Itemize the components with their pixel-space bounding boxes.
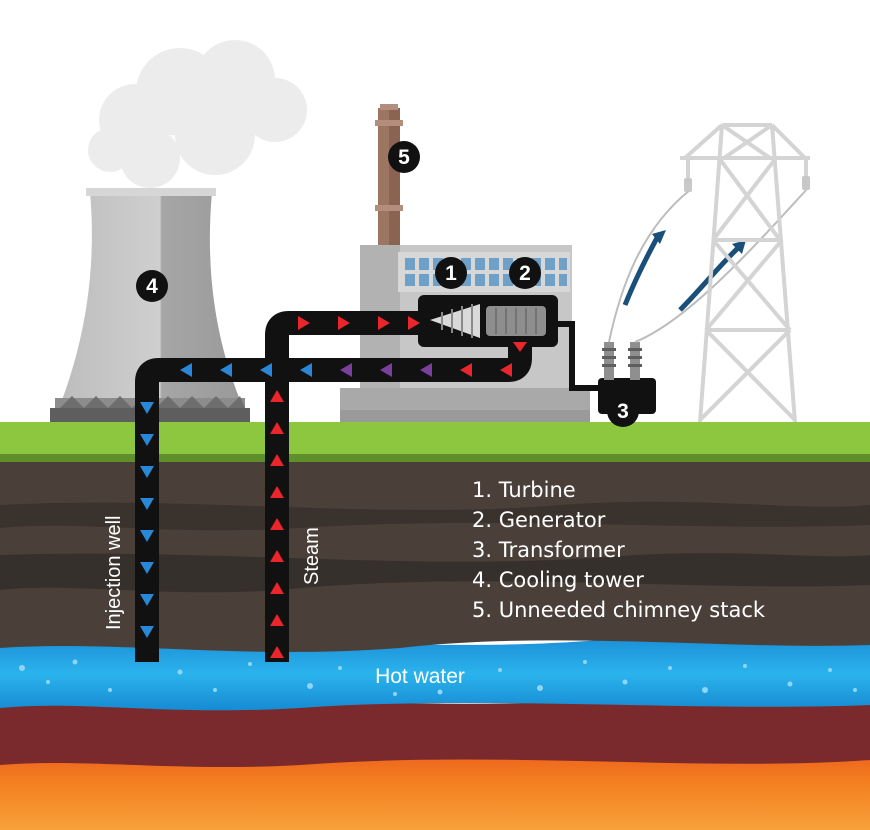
- svg-text:3: 3: [617, 400, 629, 423]
- legend: 1. Turbine 2. Generator 3. Transformer 4…: [472, 478, 766, 622]
- svg-text:1: 1: [445, 262, 457, 285]
- return-pipe: [135, 340, 532, 662]
- legend-item: 4. Cooling tower: [472, 568, 644, 592]
- legend-item: 3. Transformer: [472, 538, 625, 562]
- legend-item: 1. Turbine: [472, 478, 576, 502]
- marker-chimney: 5: [388, 141, 420, 173]
- hot-water-label: Hot water: [375, 665, 465, 688]
- turbine-generator-unit: [418, 295, 558, 347]
- hot-water-layer: [0, 637, 870, 711]
- svg-text:5: 5: [398, 146, 410, 169]
- grass-shadow: [0, 454, 870, 462]
- legend-item: 5. Unneeded chimney stack: [472, 598, 766, 622]
- svg-text:2: 2: [519, 262, 531, 285]
- cloud: [88, 40, 307, 188]
- deep-rock-layer: [0, 697, 870, 768]
- marker-transformer: 3: [607, 395, 639, 427]
- chimney-stack: [375, 104, 403, 248]
- steam-label: Steam: [301, 527, 323, 585]
- marker-turbine: 1: [435, 257, 467, 289]
- injection-well-label: Injection well: [103, 515, 125, 630]
- marker-generator: 2: [509, 257, 541, 289]
- soil-stripe-1: [0, 501, 870, 531]
- electricity-pylon: [680, 123, 810, 423]
- turbine: [430, 304, 480, 338]
- marker-cooling-tower: 4: [136, 270, 168, 302]
- legend-item: 2. Generator: [472, 508, 606, 532]
- water-bubbles: [19, 659, 857, 696]
- svg-text:4: 4: [146, 275, 158, 298]
- insulators: [684, 176, 810, 192]
- soil-stripe-2: [0, 553, 870, 593]
